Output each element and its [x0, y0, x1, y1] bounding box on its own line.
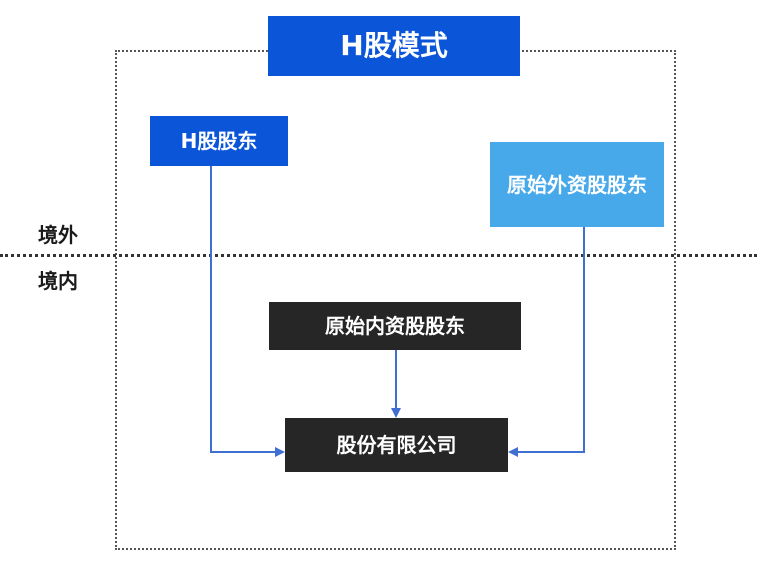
joint-stock-company-node: 股份有限公司 — [285, 418, 508, 472]
region-label-outside: 境外 — [38, 223, 78, 247]
original-foreign-shareholder-node: 原始外资股股东 — [490, 142, 664, 227]
border-divider-line — [0, 254, 757, 257]
h-share-shareholder-node: H股股东 — [150, 116, 288, 166]
diagram-title: H股模式 — [268, 16, 520, 76]
original-domestic-shareholder-node: 原始内资股股东 — [269, 302, 521, 350]
arrow-h-shareholder-to-company — [210, 166, 285, 457]
region-label-inside: 境内 — [38, 269, 78, 293]
arrow-foreign-shareholder-to-company — [508, 227, 585, 457]
